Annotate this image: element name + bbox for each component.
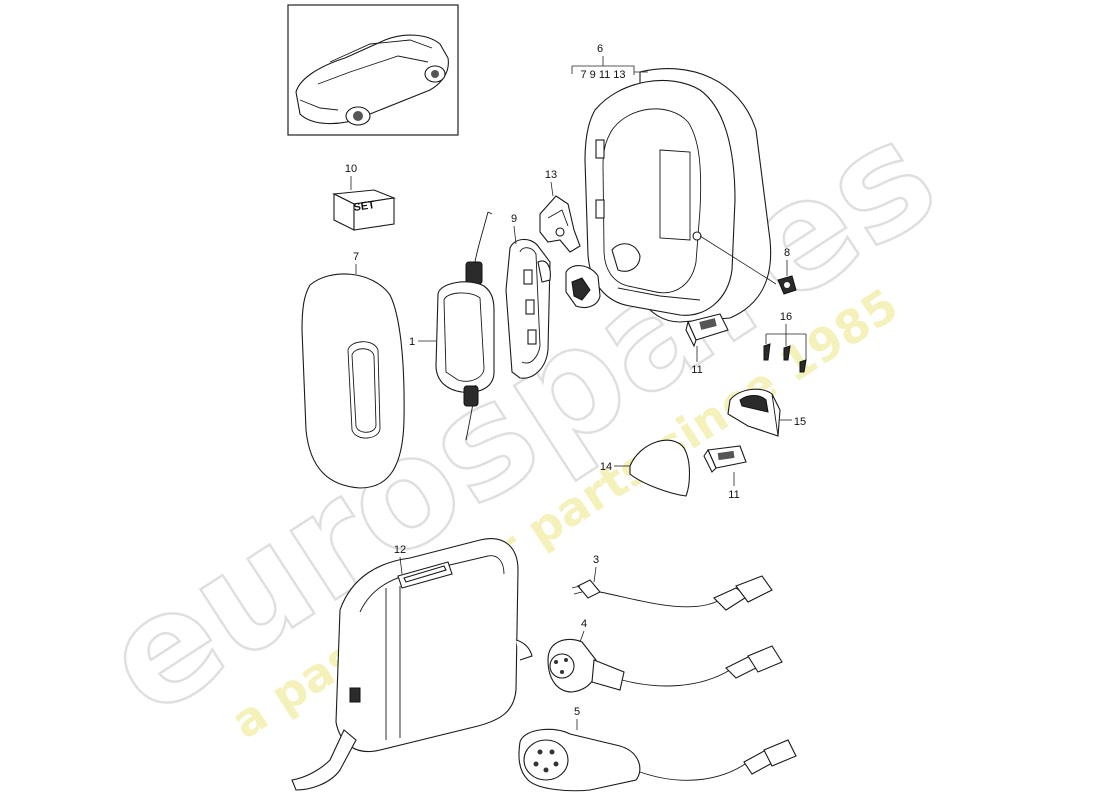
callout-13: 13 xyxy=(545,169,557,181)
callout-4: 4 xyxy=(581,618,587,630)
callout-8: 8 xyxy=(784,247,790,259)
svg-text:6: 6 xyxy=(597,43,603,55)
screws-part-16: 16 xyxy=(763,311,807,373)
cover-part-11-lower: 11 xyxy=(703,445,747,501)
callout-14: 14 xyxy=(600,461,612,473)
cable-part-4: 4 xyxy=(547,618,783,693)
callout-15: 15 xyxy=(794,416,806,428)
set-box-part-10: SET 10 xyxy=(332,163,397,231)
cover-part-11-upper: 11 xyxy=(685,313,729,376)
callout-10: 10 xyxy=(345,163,357,175)
callout-3: 3 xyxy=(593,554,599,566)
callout-5: 5 xyxy=(574,706,580,718)
callout-16: 16 xyxy=(780,311,792,323)
cap-part-15: 15 xyxy=(727,388,806,437)
clip-part-13: 13 xyxy=(539,169,581,253)
callout-9: 9 xyxy=(511,213,517,225)
back-plate-part-7: 7 xyxy=(301,251,405,489)
callout-11-lower: 11 xyxy=(728,489,739,501)
callout-11-upper: 11 xyxy=(691,364,702,376)
wall-housing xyxy=(584,68,772,323)
group-6-subparts: 7 9 11 13 xyxy=(580,69,625,81)
socket-insert xyxy=(565,265,601,309)
vehicle-thumbnail xyxy=(287,4,459,136)
bracket-part-9: 9 xyxy=(505,213,551,379)
charger-unit-part-1: 1 xyxy=(409,211,495,441)
cable-part-3: 3 xyxy=(571,554,773,611)
carrying-case-part-12: 12 xyxy=(291,538,533,791)
cable-part-5: 5 xyxy=(518,706,797,792)
callout-6: 6 7 9 11 13 xyxy=(571,43,648,81)
screw-part-8: 8 xyxy=(699,235,797,295)
cone-cap-part-14: 14 xyxy=(600,439,691,497)
callout-12: 12 xyxy=(394,544,406,556)
callout-7: 7 xyxy=(353,251,359,263)
car-icon xyxy=(295,34,449,126)
set-label: SET xyxy=(353,199,376,214)
callout-1: 1 xyxy=(409,336,415,348)
